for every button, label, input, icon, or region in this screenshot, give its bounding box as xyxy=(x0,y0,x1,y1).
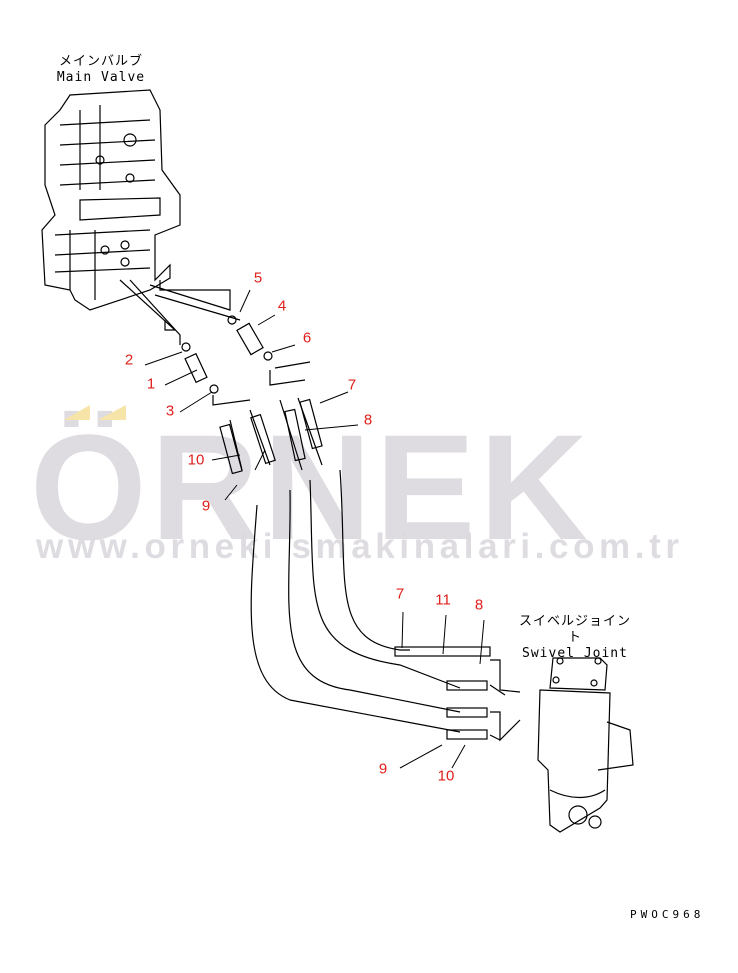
callout-1[interactable]: 1 xyxy=(146,375,156,393)
swivel-joint-caption: スイベルジョイント Swivel Joint xyxy=(515,614,635,662)
callout-3[interactable]: 3 xyxy=(165,402,175,420)
callout-2[interactable]: 2 xyxy=(124,351,134,369)
hoses xyxy=(219,397,461,733)
callout-8-lower[interactable]: 8 xyxy=(474,596,484,614)
callout-5[interactable]: 5 xyxy=(253,269,263,287)
main-valve-jp: メインバルブ xyxy=(58,54,143,69)
fittings-lower xyxy=(394,646,521,742)
callout-7-lower[interactable]: 7 xyxy=(395,585,405,603)
swivel-joint-en: Swivel Joint xyxy=(522,646,628,661)
leader-lines xyxy=(144,289,485,769)
main-valve-caption: メインバルブ Main Valve xyxy=(56,54,146,86)
callout-6[interactable]: 6 xyxy=(302,329,312,347)
main-valve-drawing xyxy=(41,89,241,345)
swivel-joint-drawing xyxy=(537,657,634,833)
watermark-accent-icon xyxy=(64,405,126,420)
callout-7-upper[interactable]: 7 xyxy=(347,376,357,394)
callout-8-upper[interactable]: 8 xyxy=(363,411,373,429)
callout-9-lower[interactable]: 9 xyxy=(378,760,388,778)
callout-10-lower[interactable]: 10 xyxy=(437,767,455,785)
callout-11[interactable]: 11 xyxy=(435,591,451,609)
callout-4[interactable]: 4 xyxy=(277,297,287,315)
callout-10-upper[interactable]: 10 xyxy=(187,451,205,469)
fittings-upper xyxy=(181,315,311,406)
callout-9-upper[interactable]: 9 xyxy=(201,497,211,515)
main-valve-en: Main Valve xyxy=(56,70,146,85)
swivel-joint-jp: スイベルジョイント xyxy=(518,614,631,645)
drawing-code: PWOC968 xyxy=(630,908,705,921)
watermark-url: www.orneki smakinalari.com.tr xyxy=(36,527,684,566)
